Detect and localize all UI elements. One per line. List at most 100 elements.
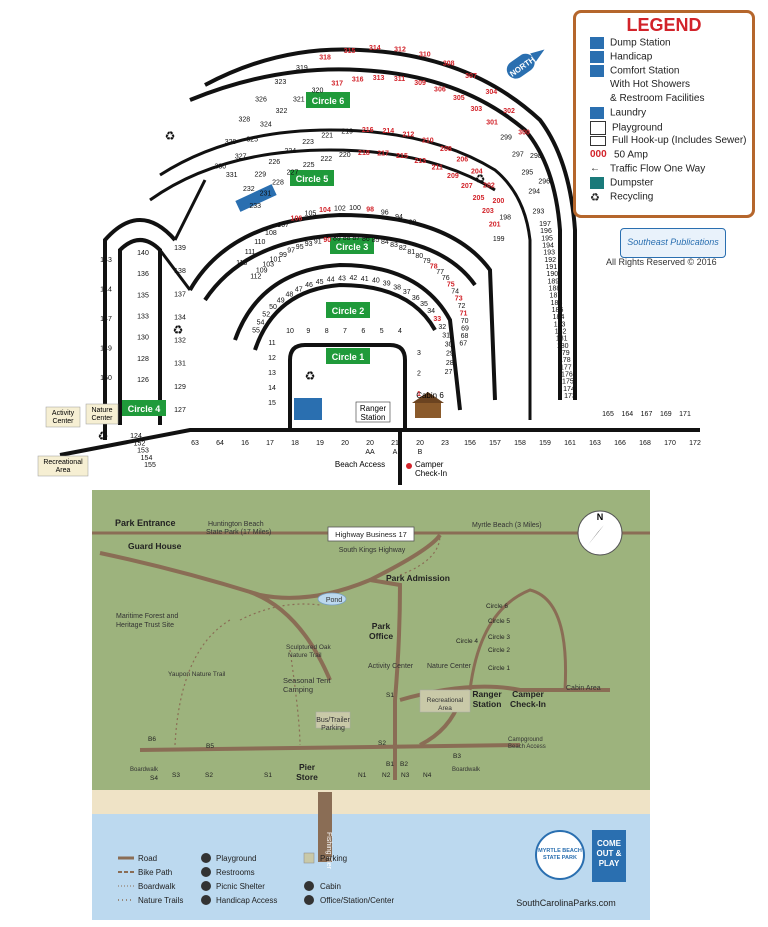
circle6-outer-site: 312 — [394, 46, 406, 53]
circle3-inner-site: 74 — [451, 289, 459, 296]
right-side-site: 176 — [561, 372, 573, 379]
checkin-dot — [406, 463, 412, 469]
legend-trails: Nature Trails — [138, 896, 183, 905]
bottom-road-site: 18 — [291, 440, 299, 447]
circle4-left-site: 147 — [100, 316, 112, 323]
circle6-inner-site: 297 — [512, 151, 524, 158]
circle1-left-site: 12 — [268, 355, 276, 362]
circle5-inner-site: 201 — [489, 222, 501, 229]
circle1-right-site: 2 — [417, 371, 421, 378]
circle5-outer-site: 202 — [483, 183, 495, 190]
circle2-site: 41 — [361, 276, 369, 283]
circle6-inner-site: 313 — [373, 75, 385, 82]
circle3-inner-site: 76 — [442, 275, 450, 282]
circle-3-park: Circle 3 — [488, 634, 510, 641]
circle3-outer-site: 105 — [305, 211, 317, 218]
picnic-swatch — [201, 881, 211, 891]
pond-label: Pond — [326, 597, 342, 604]
circle2-site: 42 — [350, 275, 358, 282]
circle5-outer-site: 208 — [440, 146, 452, 153]
hookup-box-icon — [590, 135, 606, 146]
circle5-inner-site: 217 — [377, 151, 389, 158]
bottom-road-site: 21 — [391, 440, 399, 447]
right-side-site: 191 — [545, 264, 557, 271]
circle6-inner-site: 301 — [486, 119, 498, 126]
circle-4-label: Circle 4 — [128, 404, 161, 414]
circle2-site: 50 — [269, 304, 277, 311]
legend-parking: Parking — [320, 854, 347, 863]
circle5-inner-site: 225 — [303, 162, 315, 169]
circle6-inner-site: 299 — [500, 135, 512, 142]
circle5-inner-site: 211 — [432, 164, 443, 171]
circle6-outer-site: 296 — [538, 178, 550, 185]
circle1-left-site: 13 — [268, 370, 276, 377]
circle3-inner-site: 86 — [362, 236, 370, 243]
guard-house-label: Guard House — [128, 541, 182, 551]
cabin-roof — [412, 392, 444, 403]
right-side-site: 190 — [546, 271, 558, 278]
legend-playground-label: Playground — [612, 122, 663, 134]
circle-4-park: Circle 4 — [456, 638, 478, 645]
bottom-road-site: 63 — [191, 440, 199, 447]
legend-row-dumpster: Dumpster — [590, 177, 653, 189]
legend-laundry-label: Laundry — [610, 107, 647, 119]
bottom-road-site: 156 — [464, 440, 476, 447]
circle5-outer-site: 214 — [382, 128, 394, 135]
fishing-pier-label: Fishing Pier — [325, 832, 332, 870]
circle4-inner-site: 130 — [137, 335, 149, 342]
legend-title: LEGEND — [626, 15, 702, 35]
legend-comfort-label: Comfort Station — [610, 65, 680, 77]
circle3-inner-site: 68 — [461, 333, 469, 340]
nature-center-box — [85, 403, 119, 425]
circle-3-box — [330, 238, 374, 254]
right-side-site: 182 — [555, 329, 567, 336]
laundry-icon — [590, 107, 604, 119]
legend-dump-label: Dump Station — [610, 37, 671, 49]
circle3-outer-site: 107 — [277, 222, 289, 229]
circle3-inner-site: 97 — [287, 248, 295, 255]
circle-2-label: Circle 2 — [332, 306, 365, 316]
legend-playground: Playground — [216, 854, 256, 863]
north-arrow: NORTH — [506, 49, 545, 79]
circle5-outer-site: 232 — [243, 186, 255, 193]
circle2-site: 38 — [393, 284, 401, 291]
circle2-site: 54 — [257, 319, 265, 326]
circle6-inner-site: 324 — [260, 121, 272, 128]
right-side-site: 194 — [542, 243, 554, 250]
circle3-inner-site: 69 — [461, 326, 469, 333]
circle6-inner-site: 325 — [246, 137, 258, 144]
legend-row-recycling: ♻Recycling — [590, 191, 653, 205]
circle3-outer-site: 108 — [265, 230, 277, 237]
circle5-inner-site: 209 — [447, 173, 459, 180]
marker-n3: N3 — [401, 772, 410, 779]
legend-picnic: Picnic Shelter — [216, 882, 265, 891]
circle3-outer-site: 92 — [409, 220, 417, 227]
myrtle-badge — [535, 830, 585, 880]
bottom-road-site: 19 — [316, 440, 324, 447]
circle5-outer-site: 216 — [362, 127, 374, 134]
circle3-inner-site: 77 — [436, 269, 444, 276]
circle5-outer-site: 198 — [499, 215, 511, 222]
circle4-bottom-site: 153 — [137, 448, 149, 455]
circle6-outer-site: 304 — [485, 89, 497, 96]
circle2-site: 40 — [372, 278, 380, 285]
circle4-inner-site: 140 — [137, 250, 149, 257]
circle2-site: 55 — [252, 328, 260, 335]
bottom-road-site: 64 — [216, 440, 224, 447]
legend-restrooms: Restrooms — [216, 868, 255, 877]
circle5-inner-site: 203 — [482, 208, 494, 215]
circle3-inner-site: 80 — [415, 253, 423, 260]
rights-text: All Rights Reserved © 2016 — [606, 257, 717, 267]
circle3-inner-site: 75 — [447, 282, 455, 289]
marker-n1: N1 — [358, 772, 367, 779]
circle6-outer-site: 310 — [419, 51, 431, 58]
circle3-inner-site: 85 — [372, 237, 380, 244]
circle2-site: 30 — [445, 342, 453, 349]
circle-3-label: Circle 3 — [336, 242, 369, 252]
circle5-inner-site: 220 — [339, 152, 351, 159]
nature-label: Nature Center — [427, 663, 472, 670]
